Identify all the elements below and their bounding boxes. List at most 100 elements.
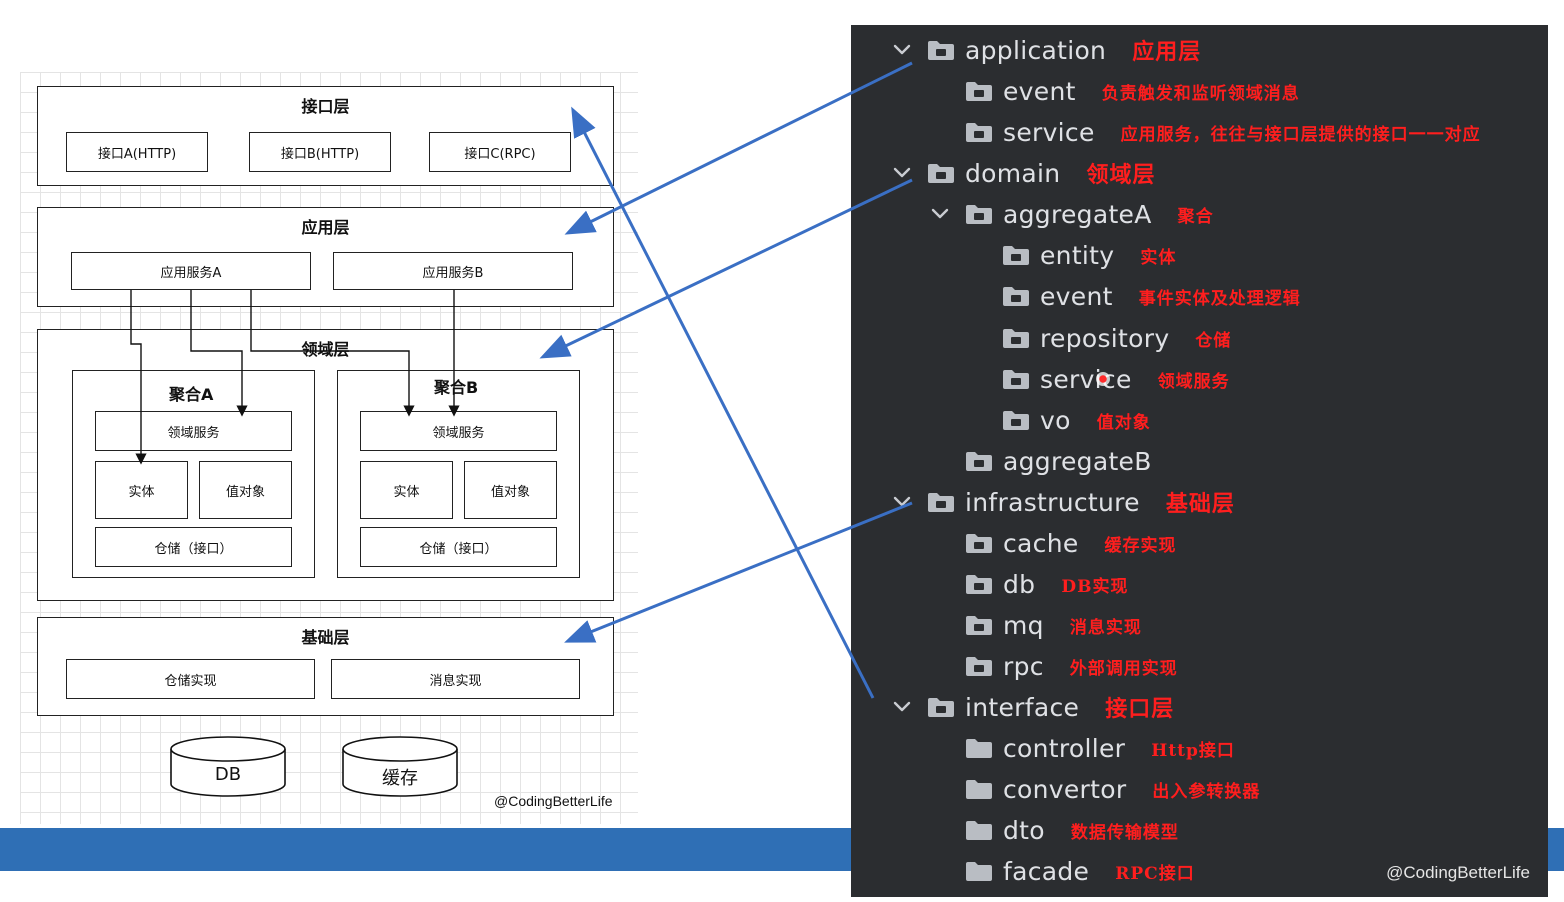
tree-item-annotation: 数据传输模型 (1070, 822, 1179, 843)
tree-item-label: event (1040, 281, 1113, 311)
db-label: DB (214, 764, 242, 785)
tree-row-infrastructure[interactable]: infrastructure 基础层 (891, 485, 1235, 519)
tree-item-annotation: 外部调用实现 (1069, 658, 1178, 679)
folder-icon (1002, 244, 1030, 266)
tree-row-aggregateA[interactable]: aggregateA 聚合 (929, 197, 1214, 231)
mouse-cursor-indicator (1096, 372, 1110, 386)
app-service-a-box: 应用服务A (71, 252, 311, 290)
diagram-signature: @CodingBetterLife (494, 793, 613, 809)
domain-layer-title: 领域层 (301, 340, 350, 359)
aggregate-a-box: 聚合A 领域服务 实体 值对象 仓储（接口） (72, 370, 315, 578)
folder-icon (965, 121, 993, 143)
folder-icon (927, 491, 955, 513)
folder-icon (1002, 409, 1030, 431)
tree-item-annotation: 领域服务 (1157, 371, 1230, 392)
repository-impl-box: 仓储实现 (66, 659, 315, 699)
tree-item-label: dto (1003, 815, 1045, 845)
tree-item-label: service (1003, 117, 1095, 147)
folder-icon (927, 162, 955, 184)
tree-row-application[interactable]: application 应用层 (891, 33, 1201, 67)
folder-icon (965, 203, 993, 225)
infrastructure-layer: 基础层 仓储实现 消息实现 (37, 617, 614, 716)
tree-item-label: aggregateB (1003, 446, 1152, 476)
aggregate-b-entity: 实体 (360, 461, 453, 519)
tree-item-annotation: 聚合 (1177, 206, 1214, 227)
folder-icon (965, 778, 993, 800)
chevron-down-icon[interactable] (891, 39, 913, 61)
tree-item-label: domain (965, 158, 1061, 188)
tree-row-entity[interactable]: entity 实体 (1002, 238, 1176, 272)
tree-item-annotation: DB实现 (1061, 576, 1129, 597)
tree-item-label: cache (1003, 528, 1079, 558)
folder-icon (965, 614, 993, 636)
tree-item-label: rpc (1003, 651, 1044, 681)
interface-b-box: 接口B(HTTP) (249, 132, 391, 172)
tree-item-label: vo (1040, 405, 1071, 435)
tree-row-service[interactable]: service 应用服务，往往与接口层提供的接口一一对应 (965, 115, 1481, 149)
tree-row-dto[interactable]: dto 数据传输模型 (965, 813, 1179, 847)
folder-icon (927, 696, 955, 718)
application-layer-title: 应用层 (301, 218, 350, 237)
tree-item-label: interface (965, 692, 1080, 722)
tree-item-annotation: 缓存实现 (1104, 535, 1177, 556)
cache-cylinder (342, 736, 458, 797)
tree-row-vo[interactable]: vo 值对象 (1002, 403, 1151, 437)
tree-item-label: convertor (1003, 774, 1127, 804)
interface-layer-title: 接口层 (301, 97, 350, 116)
folder-icon (1002, 327, 1030, 349)
folder-icon (965, 573, 993, 595)
chevron-down-icon[interactable] (891, 696, 913, 718)
diagram-connectors (130, 290, 460, 797)
tree-item-annotation: 应用服务，往往与接口层提供的接口一一对应 (1120, 124, 1481, 145)
tree-item-annotation: 事件实体及处理逻辑 (1138, 288, 1301, 309)
tree-row-cache[interactable]: cache 缓存实现 (965, 526, 1177, 560)
app-service-b-box: 应用服务B (333, 252, 573, 290)
infrastructure-layer-title: 基础层 (301, 628, 350, 647)
db-cylinder (170, 736, 286, 797)
tree-item-label: aggregateA (1003, 199, 1152, 229)
message-impl-box: 消息实现 (331, 659, 580, 699)
tree-row-aggregateB[interactable]: aggregateB (965, 444, 1178, 478)
tree-item-annotation: 值对象 (1096, 412, 1151, 433)
tree-row-event[interactable]: event 事件实体及处理逻辑 (1002, 279, 1301, 313)
tree-item-label: facade (1003, 856, 1090, 886)
tree-item-annotation: 出入参转换器 (1152, 781, 1261, 802)
cache-label: 缓存 (382, 768, 418, 789)
folder-icon (965, 80, 993, 102)
folder-icon (927, 39, 955, 61)
architecture-diagram: 接口层 接口A(HTTP) 接口B(HTTP) 接口C(RPC) 应用层 应用服… (20, 72, 638, 824)
tree-item-label: event (1003, 76, 1076, 106)
chevron-down-icon[interactable] (891, 491, 913, 513)
folder-icon (965, 450, 993, 472)
tree-item-annotation: 应用层 (1132, 39, 1202, 65)
tree-item-label: application (965, 35, 1107, 65)
chevron-down-icon[interactable] (891, 162, 913, 184)
folder-icon (1002, 285, 1030, 307)
chevron-down-icon[interactable] (929, 203, 951, 225)
tree-item-annotation: 实体 (1140, 247, 1177, 268)
aggregate-b-repository: 仓储（接口） (360, 527, 557, 567)
tree-item-label: infrastructure (965, 487, 1140, 517)
tree-row-rpc[interactable]: rpc 外部调用实现 (965, 649, 1178, 683)
aggregate-a-domain-service: 领域服务 (95, 411, 292, 451)
tree-row-convertor[interactable]: convertor 出入参转换器 (965, 772, 1260, 806)
folder-icon (965, 860, 993, 882)
folder-icon (965, 819, 993, 841)
tree-item-annotation: 基础层 (1165, 491, 1235, 517)
tree-item-label: mq (1003, 610, 1044, 640)
tree-item-label: entity (1040, 240, 1115, 270)
tree-item-label: repository (1040, 323, 1170, 353)
interface-layer: 接口层 接口A(HTTP) 接口B(HTTP) 接口C(RPC) (37, 86, 614, 186)
tree-item-annotation: Http接口 (1151, 740, 1235, 761)
folder-icon (965, 532, 993, 554)
